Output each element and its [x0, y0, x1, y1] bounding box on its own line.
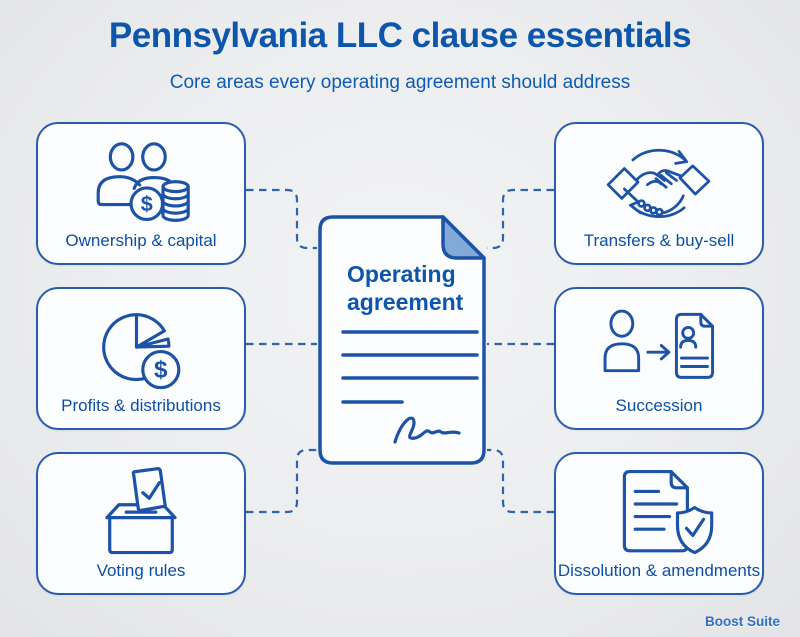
card-label: Dissolution & amendments — [557, 561, 761, 580]
document-fold-corner — [441, 215, 486, 260]
signature-squiggle — [393, 416, 461, 444]
page-subtitle: Core areas every operating agreement sho… — [169, 72, 631, 93]
card-label: Profits & distributions — [61, 396, 221, 415]
dollar-glyph: $ — [154, 356, 168, 383]
document-title-line1: Operating — [347, 261, 456, 287]
document-text-lines — [341, 330, 479, 404]
pie-chart-dollar-icon: $ — [102, 312, 181, 389]
dollar-glyph: $ — [140, 190, 152, 215]
card-profits-distributions: $ Profits & distributions — [36, 287, 246, 430]
card-ownership-capital: $ Ownership & capital — [36, 122, 246, 265]
card-succession: Succession — [554, 287, 764, 430]
people-coins-icon: $ — [96, 141, 190, 222]
person-to-document-icon — [603, 309, 715, 379]
connector-top-right — [487, 188, 554, 250]
card-label: Succession — [615, 396, 703, 415]
document-title-line2: agreement — [347, 289, 464, 315]
operating-agreement-document: Operating agreement — [318, 215, 486, 465]
card-label: Ownership & capital — [65, 231, 217, 250]
ballot-box-icon — [105, 466, 177, 554]
document-shield-icon — [622, 469, 713, 554]
brand-watermark: Boost Suite — [704, 614, 780, 629]
connector-bottom-left — [246, 448, 317, 514]
card-voting-rules: Voting rules — [36, 452, 246, 595]
page-title: Pennsylvania LLC clause essentials — [108, 16, 692, 55]
card-dissolution-amendments: Dissolution & amendments — [554, 452, 764, 595]
card-label: Voting rules — [96, 561, 186, 580]
handshake-cycle-icon — [607, 148, 711, 218]
connector-bottom-right — [487, 448, 554, 514]
connector-top-left — [246, 188, 317, 250]
card-transfers-buy-sell: Transfers & buy-sell — [554, 122, 764, 265]
card-label: Transfers & buy-sell — [583, 231, 735, 250]
